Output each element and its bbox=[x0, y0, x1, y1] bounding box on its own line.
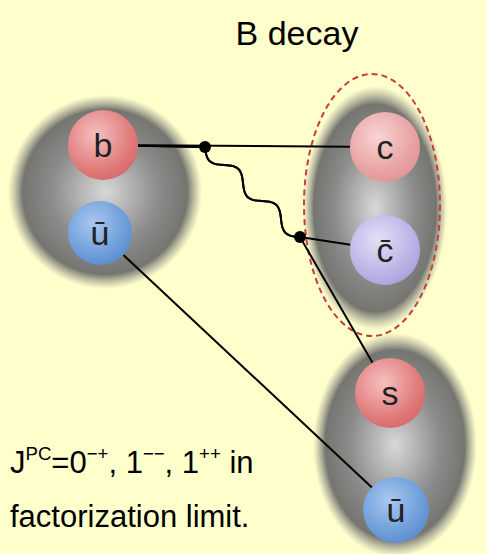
quark-label: s bbox=[382, 376, 399, 410]
caption: JPC=0−+, 1−−, 1++ in factorization limit… bbox=[10, 436, 340, 544]
quark-circle: b bbox=[68, 110, 138, 180]
quark-circle: ū bbox=[68, 201, 132, 265]
b-meson-blob bbox=[8, 95, 202, 289]
dashed-outline bbox=[304, 74, 440, 336]
vertex-dot bbox=[294, 231, 306, 243]
quark-label: ū bbox=[91, 216, 110, 250]
quark-label: ū bbox=[387, 493, 406, 527]
quark-label: b bbox=[94, 128, 113, 162]
quark-line bbox=[138, 146, 350, 245]
quark-line bbox=[138, 146, 373, 363]
quark-line bbox=[138, 145, 350, 147]
quark-circle: s bbox=[355, 358, 425, 428]
quark-circle: c̄ bbox=[350, 215, 420, 285]
quark-label: c̄ bbox=[377, 233, 394, 267]
charmonium-blob bbox=[303, 86, 447, 330]
quark-circle: ū bbox=[363, 477, 429, 543]
kaon-blob bbox=[313, 333, 477, 554]
vertex-dot bbox=[199, 141, 211, 153]
title: B decay bbox=[236, 14, 359, 53]
quark-label: c bbox=[377, 130, 394, 164]
quark-circle: c bbox=[350, 112, 420, 182]
